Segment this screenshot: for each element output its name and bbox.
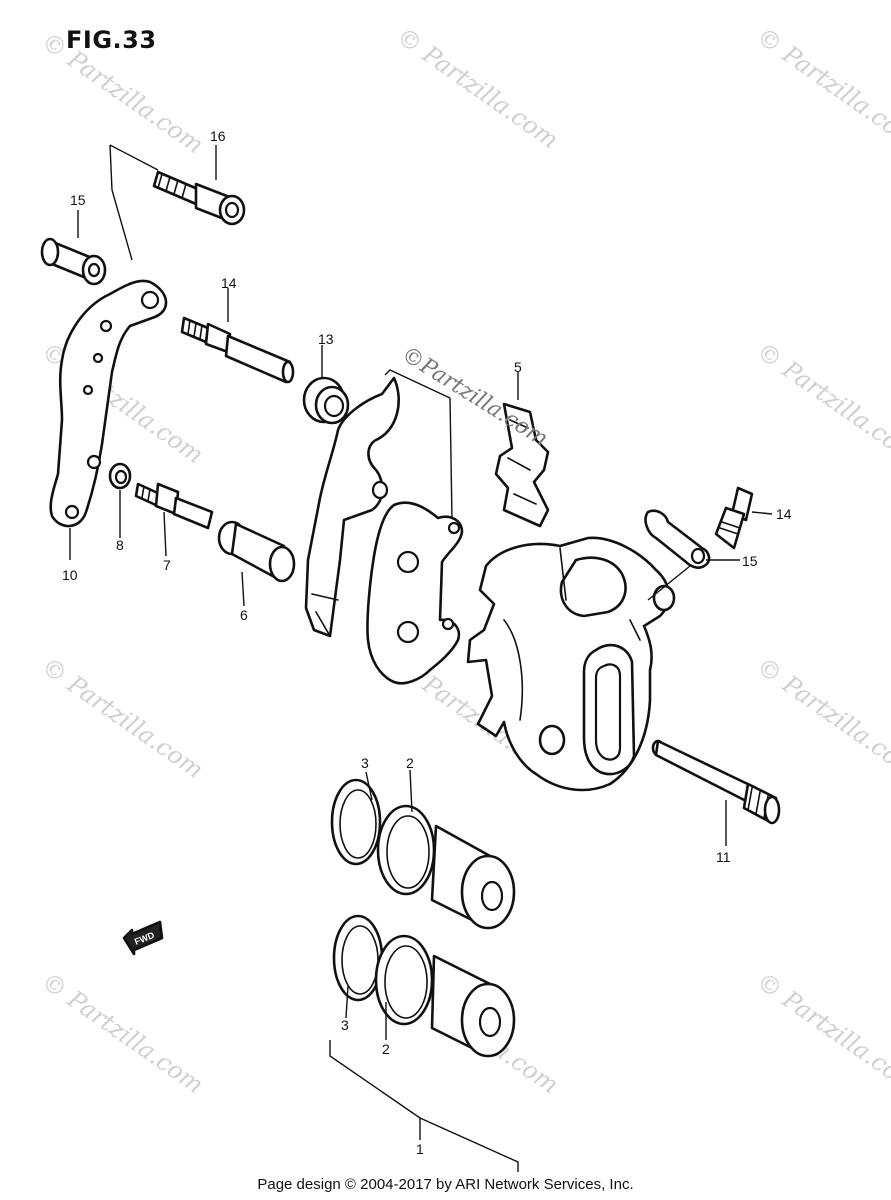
callout-3-lower: 3 (341, 1017, 349, 1033)
watermark-text: © Partzilla.com (37, 27, 209, 159)
part-6-slide-pin (217, 520, 296, 583)
callout-15: 15 (742, 553, 758, 569)
pad-set-bracket-leader (384, 369, 453, 521)
part-11-sleeve (40, 237, 107, 286)
watermark-text: © Partzilla.com (37, 967, 209, 1099)
part-7-pin-bolt (134, 482, 214, 530)
watermark-text: © Partzilla.com (752, 337, 891, 469)
part-12-bolt (651, 739, 781, 825)
brake-pad-rear (304, 376, 400, 638)
watermark-text: © Partzilla.com (392, 22, 564, 154)
callout-9: 13 (318, 331, 334, 347)
callout-7: 7 (163, 557, 171, 573)
callout-14: 14 (776, 506, 792, 522)
brake-pad-front (366, 501, 464, 685)
callout-3-upper: 3 (361, 755, 369, 771)
callout-12: 11 (716, 849, 731, 865)
leader-lines (69, 144, 773, 1172)
callout-10: 14 (221, 275, 237, 291)
callout-16: 16 (210, 128, 226, 144)
part-16-bolt (152, 170, 246, 226)
callout-1: 1 (416, 1141, 424, 1157)
page-footer: Page design © 2004-2017 by ARI Network S… (257, 1176, 634, 1193)
callout-labels: 16 15 14 13 5 14 15 10 8 7 6 11 3 2 3 2 … (62, 128, 792, 1157)
callout-8: 8 (116, 537, 124, 553)
callout-5: 5 (514, 359, 522, 375)
fwd-direction-badge: FWD (122, 920, 164, 956)
callout-6: 6 (240, 607, 248, 623)
part-15-bleeder-cap (644, 509, 711, 569)
piston-upper-assembly (330, 778, 516, 930)
part-8-washer (108, 462, 132, 490)
caliper-body (466, 536, 676, 792)
callout-13: 10 (62, 567, 78, 583)
part-9-boot (302, 376, 350, 425)
watermark-text: © Partzilla.com (752, 652, 891, 784)
partzilla-watermark: ©Partzilla.com (397, 342, 552, 452)
part-14-bleeder-screw (714, 486, 754, 550)
callout-2-lower: 2 (382, 1041, 390, 1057)
callout-11: 15 (70, 192, 86, 208)
watermark-text: © Partzilla.com (752, 22, 891, 154)
watermark-text: © Partzilla.com (37, 652, 209, 784)
figure-title: FIG.33 (66, 26, 157, 54)
part-10-pin (180, 316, 295, 384)
part-5-spring-clip (494, 402, 550, 528)
callout-2-upper: 2 (406, 755, 414, 771)
watermark-text: © Partzilla.com (752, 967, 891, 1099)
part-13-bracket (49, 279, 168, 528)
piston-lower-assembly (332, 914, 516, 1058)
